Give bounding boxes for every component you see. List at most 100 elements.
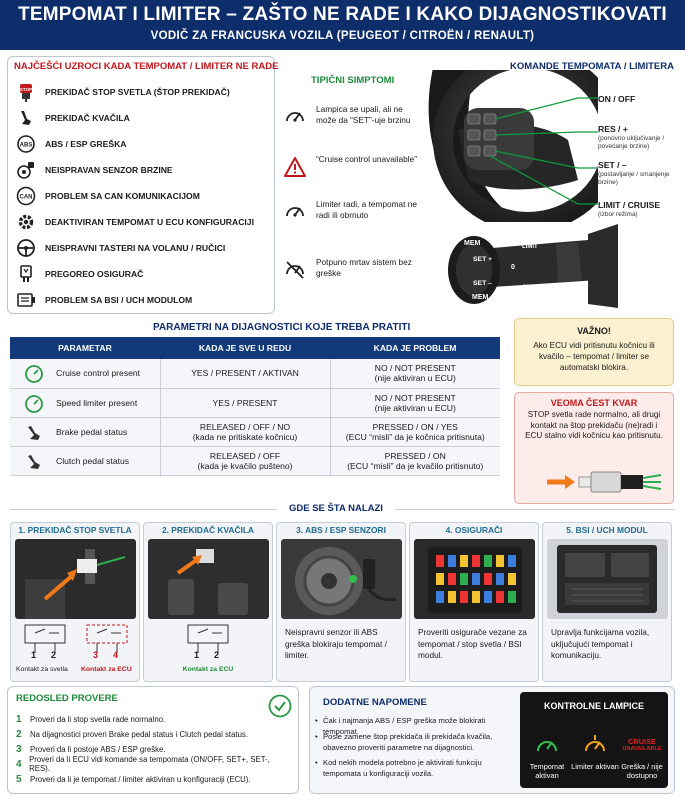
step-text: Proveri da li ECU vidi komande sa tempom…	[29, 755, 270, 773]
cause-item: PREKIDAČ KVAČILA	[16, 107, 266, 129]
param-ok: RELEASED / OFF	[209, 450, 281, 461]
location-text: Upravlja funkcijama vozila, uključujući …	[551, 627, 650, 660]
cruise-stalk-illustration	[438, 224, 618, 308]
param-bad-note: (ECU “misli” da je kočnica pritisnuta)	[345, 431, 485, 442]
param-bad-note: (nije aktiviran u ECU)	[374, 373, 456, 384]
note-item: Čak i najmanja ABS / ESP greška može blo…	[315, 716, 508, 737]
cause-label: PROBLEM SA CAN KOMUNIKACIJOM	[45, 191, 200, 201]
controls-title: KOMANDE TEMPOMATA / LIMITERA	[510, 61, 674, 72]
param-bad: NO / NOT PRESENT	[374, 392, 456, 403]
table-row: Brake pedal status RELEASED / OFF / NO(k…	[10, 417, 500, 447]
control-label-set: SET / –	[598, 160, 627, 170]
location-card-clutch-switch: 2. PREKIDAČ KVAČILA 1 2 Kontakt za ECU	[143, 522, 273, 682]
symptom-text: Limiter radi, a tempomat ne radi ili obr…	[316, 199, 417, 220]
fuse-icon	[16, 264, 36, 284]
table-row: Clutch pedal status RELEASED / OFF(kada …	[10, 446, 500, 476]
symptom-item: Limiter radi, a tempomat ne radi ili obr…	[284, 199, 424, 239]
svg-text:ABS: ABS	[20, 143, 33, 149]
param-name: Speed limiter present	[56, 397, 138, 408]
stalk-limit: LIMIT	[522, 244, 538, 250]
pin-label: 1	[31, 650, 37, 660]
speed-sensor-icon	[16, 160, 36, 180]
stop-switch-icon: STOP	[16, 82, 36, 102]
step-item: 4 Proveri da li ECU vidi komande sa tempo…	[16, 755, 276, 773]
stop-switch-diagram-a	[21, 623, 69, 663]
pin-label: 2	[51, 650, 57, 660]
cause-label: PREGOREO OSIGURAČ	[45, 269, 144, 279]
lamp-label: Limiter aktivan	[571, 762, 619, 771]
causes-title: NAJČEŠĆI UZROCI KADA TEMPOMAT / LIMITER …	[14, 61, 279, 72]
speedometer-icon	[24, 364, 44, 384]
cause-label: ABS / ESP GREŠKA	[45, 139, 127, 149]
pin-label: 4	[113, 650, 119, 660]
symptom-text: “Cruise control unavailable”	[316, 154, 417, 164]
locations-title: GDE SE ŠTA NALAZI	[277, 503, 395, 514]
location-title: 1. PREKIDAČ STOP SVETLA	[18, 525, 132, 535]
control-sub-limit: (izbor režima)	[598, 211, 638, 218]
column-header: KADA JE PROBLEM	[330, 337, 500, 359]
param-ok-note: (kada je kvačilo pušteno)	[197, 460, 293, 471]
common-fault-title: VEOMA ČEST KVAR	[550, 398, 638, 408]
column-header: PARAMETAR	[10, 337, 160, 359]
lamp-label: Tempomat aktivan	[529, 762, 565, 780]
param-ok: YES / PRESENT	[212, 397, 278, 408]
order-panel	[7, 686, 299, 794]
speedometer-off-icon	[284, 259, 306, 281]
cause-item: PROBLEM SA BSI / UCH MODULOM	[16, 289, 266, 311]
param-name: Cruise control present	[56, 368, 141, 379]
stalk-set-minus: SET –	[473, 280, 492, 287]
page-subtitle: VODIČ ZA FRANCUSKA VOZILA (PEUGEOT / CIT…	[150, 30, 535, 42]
location-title: 3. ABS / ESP SENZORI	[296, 525, 386, 535]
location-text: Neispravni senzor ili ABS greška blokira…	[285, 627, 387, 660]
notes-title: DODATNE NAPOMENE	[323, 697, 427, 708]
cause-item: STOP PREKIDAČ STOP SVETLA (ŠTOP PREKIDAČ…	[16, 81, 266, 103]
pin-label: 2	[214, 650, 220, 660]
can-icon: CAN	[16, 186, 36, 206]
brake-pedal-icon	[24, 423, 44, 443]
stalk-cruise: CRUISE	[522, 285, 545, 291]
step-number: 1	[16, 713, 22, 725]
cause-label: PREKIDAČ KVAČILA	[45, 113, 130, 123]
step-number: 3	[16, 743, 22, 755]
lamp-label: Greška / nije dostupno	[621, 762, 663, 780]
control-label-limit: LIMIT / CRUISE	[598, 200, 661, 210]
speedometer-icon	[24, 394, 44, 414]
important-box: VAŽNO! Ako ECU vidi pritisnutu kočnicu i…	[514, 318, 674, 386]
page-title: TEMPOMAT I LIMITER – ZAŠTO NE RADE I KAK…	[18, 4, 667, 25]
symptom-item: “Cruise control unavailable”	[284, 154, 424, 184]
lamps-title: KONTROLNE LAMPICE	[544, 701, 644, 711]
cause-label: PROBLEM SA BSI / UCH MODULOM	[45, 295, 193, 305]
clutch-switch-photo	[148, 539, 269, 619]
step-number: 4	[16, 758, 22, 770]
cause-item: NEISPRAVNI TASTERI NA VOLANU / RUČICI	[16, 237, 266, 259]
stop-switch-diagram-b	[83, 623, 131, 663]
stalk-mem-bottom: MEM	[472, 294, 489, 301]
stalk-zero: 0	[511, 264, 515, 271]
param-ok-note: (kada ne pritiskate kočnicu)	[192, 431, 298, 442]
note-item: Posle zamene štop prekidača ili prekidač…	[315, 732, 508, 753]
clutch-pedal-icon	[24, 452, 44, 472]
gear-icon	[16, 212, 36, 232]
clutch-pedal-icon	[16, 108, 36, 128]
important-title: VAŽNO!	[577, 326, 611, 336]
svg-text:STOP: STOP	[20, 87, 32, 92]
causes-panel	[7, 56, 275, 314]
cause-label: NEISPRAVAN SENZOR BRZINE	[45, 165, 173, 175]
symptom-item: Potpuno mrtav sistem bez greške	[284, 257, 424, 287]
symptoms-title: TIPIČNI SIMPTOMI	[311, 75, 395, 86]
cause-item: CAN PROBLEM SA CAN KOMUNIKACIJOM	[16, 185, 266, 207]
lamp-unavailable-sign1: CRUISE	[628, 737, 656, 746]
lamp-unavailable-sign2: UNAVAILABLE	[622, 746, 662, 752]
location-title: 4. OSIGURAČI	[445, 525, 503, 535]
svg-text:CAN: CAN	[20, 195, 33, 201]
caption-ecu: Kontakt za ECU	[81, 666, 132, 673]
location-title: 5. BSI / UCH MODUL	[566, 525, 648, 535]
stalk-set-plus: SET +	[473, 256, 493, 263]
lamp-cruise-icon	[535, 734, 559, 756]
steering-wheel-icon	[16, 238, 36, 258]
bsi-module-photo	[547, 539, 668, 619]
param-ok: RELEASED / OFF / NO	[199, 421, 291, 432]
location-card-fuses: 4. OSIGURAČI Proveriti osigurače vezane …	[409, 522, 539, 682]
